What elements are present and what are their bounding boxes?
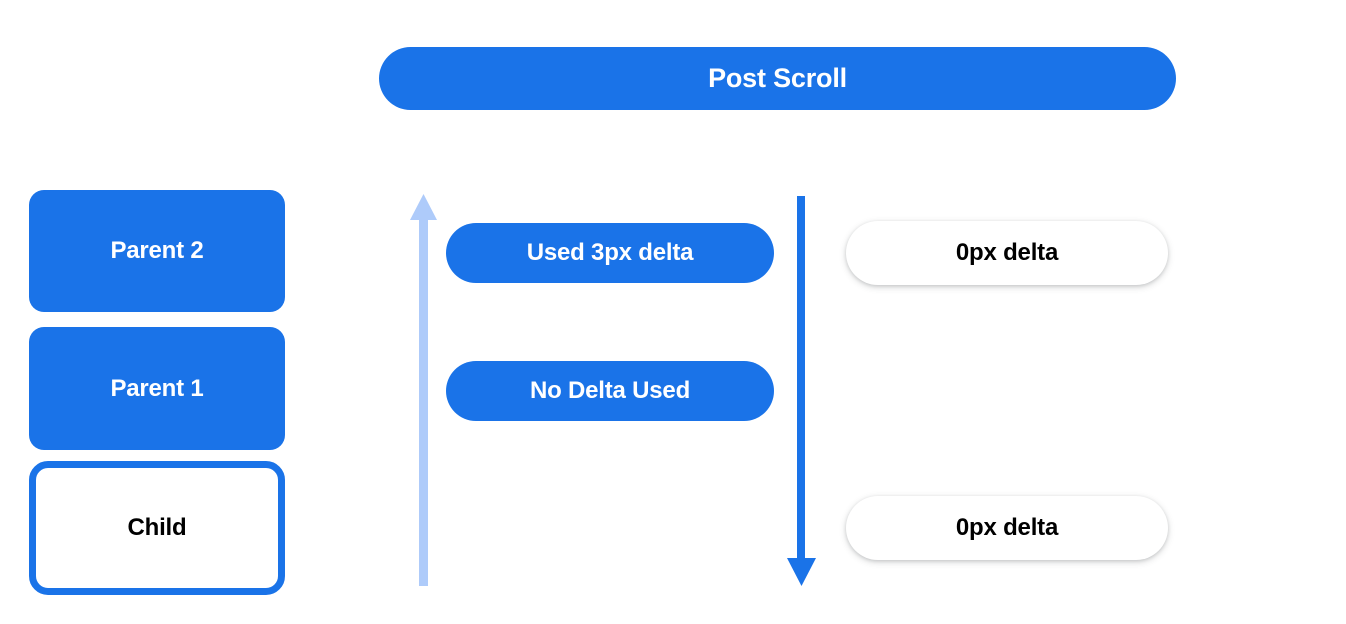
stack-box-child-label: Child [127,514,187,541]
pill-zero-delta-top-label: 0px delta [955,239,1059,266]
pill-zero-delta-top: 0px delta [846,221,1168,285]
stack-box-parent-2: Parent 2 [29,190,285,312]
scroll-up-arrow [410,194,437,586]
pill-zero-delta-bottom: 0px delta [846,496,1168,560]
pill-no-delta-used-label: No Delta Used [529,377,691,404]
pill-zero-delta-bottom-label: 0px delta [955,514,1059,541]
pill-no-delta-used: No Delta Used [446,361,774,421]
stack-box-parent-1: Parent 1 [29,327,285,450]
post-scroll-banner: Post Scroll [379,47,1176,110]
stack-box-parent-1-label: Parent 1 [110,374,204,402]
stack-box-parent-2-label: Parent 2 [110,237,204,264]
post-scroll-banner-label: Post Scroll [708,63,847,93]
pill-used-delta-label: Used 3px delta [526,239,694,266]
pill-used-delta: Used 3px delta [446,223,774,283]
stack-box-child: Child [29,461,285,595]
scroll-down-arrow [787,196,816,586]
